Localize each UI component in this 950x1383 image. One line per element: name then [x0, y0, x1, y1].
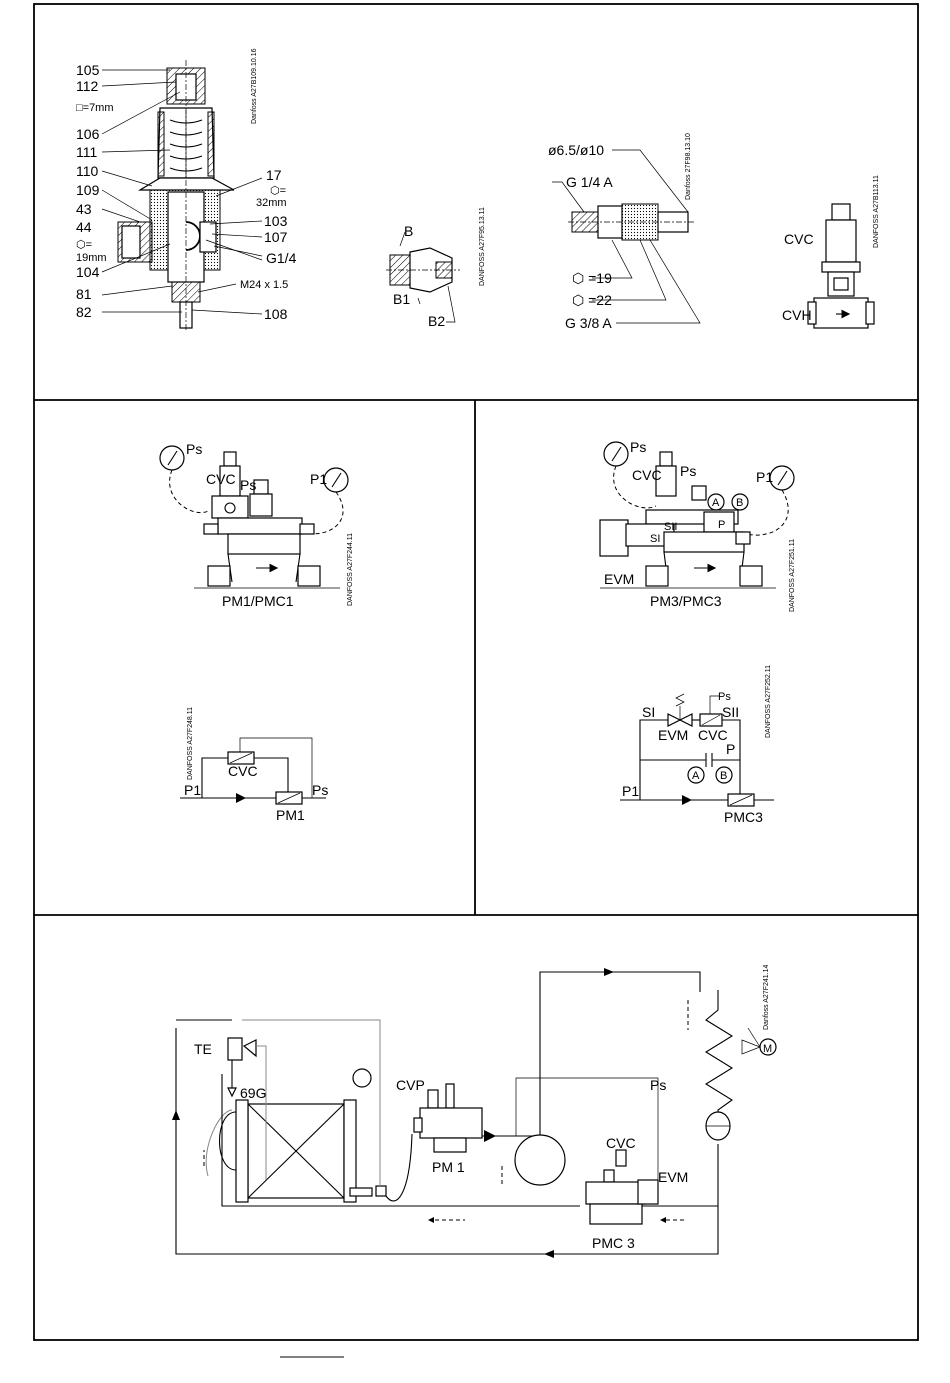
pm1-label-cvc: CVC: [206, 471, 236, 487]
pilot-leader-lines: [101, 69, 263, 315]
cvc-cvh-unit: [807, 203, 875, 329]
label-cvh: CVH: [782, 307, 812, 323]
label-o6-10: ø6.5/ø10: [548, 142, 604, 158]
pm1-caption: PM1/PMC1: [222, 593, 294, 609]
pm1s-ref: DANFOSS A27F248.11: [187, 707, 194, 780]
system-label-cvp: CVP: [396, 1077, 425, 1093]
pilot-labels-right: 17 ⬡= 32mm 103 107 G1/4 M24 x 1.5 108: [240, 167, 297, 322]
pm1s-label-pm1: PM1: [276, 807, 305, 823]
label-81: 81: [76, 286, 92, 302]
label-17: 17: [266, 167, 282, 183]
pm3s-label-p: P: [726, 741, 735, 757]
pm3-label-sii: SII: [664, 521, 677, 533]
pm3-caption: PM3/PMC3: [650, 593, 722, 609]
pm1-label-p1: P1: [310, 471, 327, 487]
label-44: 44: [76, 219, 92, 235]
label-111: 111: [76, 144, 97, 160]
label-112: 112: [76, 78, 99, 94]
ref-pilot: Danfoss A27B109.10.16: [251, 48, 258, 124]
label-hex22: ⬡ =22: [572, 292, 612, 308]
pm3-label-ps-gauge: Ps: [630, 439, 646, 455]
system-label-evm: EVM: [658, 1169, 688, 1185]
label-104: 104: [76, 264, 100, 280]
label-hex-a: ⬡=: [76, 239, 92, 251]
pm3s-label-ps: Ps: [718, 691, 731, 703]
pm3-label-evm: EVM: [604, 571, 634, 587]
pm3s-label-b: B: [720, 770, 727, 782]
pm3s-label-a: A: [692, 770, 700, 782]
pm3-label-p1: P1: [756, 469, 773, 485]
label-hex19: ⬡ =19: [572, 270, 612, 286]
system-label-te: TE: [194, 1041, 212, 1057]
pm1s-label-ps: Ps: [312, 782, 328, 798]
ref-fitting: Danfoss 27F98.13.10: [685, 133, 692, 200]
pilot-labels-left: 105 112 □=7mm 106 111 110 109 43 44 ⬡= 1…: [76, 62, 114, 320]
label-m24: M24 x 1.5: [240, 279, 288, 291]
pm1-valve: [159, 445, 349, 589]
pm3s-label-evm: EVM: [658, 727, 688, 743]
label-109: 109: [76, 182, 100, 198]
system-label-cvc: CVC: [606, 1135, 636, 1151]
label-106: 106: [76, 126, 100, 142]
pm1-ref: DANFOSS A27F244.11: [347, 533, 354, 606]
system-label-pm1: PM 1: [432, 1159, 465, 1175]
pilot-valve-section: [117, 60, 235, 332]
label-19mm: 19mm: [76, 252, 107, 264]
pm3-ref: DANFOSS A27F251.11: [789, 539, 796, 612]
system-label-ps: Ps: [650, 1077, 666, 1093]
pm3s-label-cvc: CVC: [698, 727, 728, 743]
pm3-label-cvc: CVC: [632, 467, 662, 483]
label-108: 108: [264, 306, 288, 322]
pm3-label-a: A: [712, 497, 720, 509]
pm1s-label-p1: P1: [184, 782, 201, 798]
label-32mm: 32mm: [256, 197, 287, 209]
pm3s-label-sii: SII: [722, 704, 739, 720]
label-b2: B2: [428, 313, 445, 329]
label-b1: B1: [393, 291, 410, 307]
label-g38a: G 3/8 A: [565, 315, 612, 331]
system-label-motor: M: [763, 1043, 772, 1055]
label-hex-b: ⬡=: [270, 185, 286, 197]
pm3-label-ps: Ps: [680, 463, 696, 479]
pm3-panel: Ps CVC Ps P1 A B SII SI P EVM PM3/PMC3 D…: [599, 439, 796, 825]
label-b: B: [404, 223, 413, 239]
pm3s-label-si: SI: [642, 704, 655, 720]
pm3-label-b: B: [736, 497, 743, 509]
label-82: 82: [76, 304, 92, 320]
system-panel: TE 69G CVP PM 1 Ps CVC EVM PMC 3 M Danfo…: [172, 965, 777, 1258]
ref-cvc: DANFOSS A27B113.11: [873, 175, 880, 248]
connector-b: [386, 231, 460, 323]
label-107: 107: [264, 229, 288, 245]
system-ref: Danfoss A27F241.14: [763, 965, 770, 1030]
pm3-label-si: SI: [650, 533, 660, 545]
pm1s-label-cvc: CVC: [228, 763, 258, 779]
system-label-69g: 69G: [240, 1085, 266, 1101]
label-43: 43: [76, 201, 92, 217]
ref-connector: DANFOSS A27F95.13.11: [479, 207, 486, 286]
label-110: 110: [76, 163, 99, 179]
pm3s-label-pmc3: PMC3: [724, 809, 763, 825]
pm1-schematic: [180, 737, 326, 805]
system-label-pmc3: PMC 3: [592, 1235, 635, 1251]
label-105: 105: [76, 62, 100, 78]
pm1-label-ps-gauge: Ps: [186, 441, 202, 457]
system-piping: [172, 968, 777, 1258]
label-cvc-top: CVC: [784, 231, 814, 247]
pm1-label-ps: Ps: [240, 477, 256, 493]
page-frame: [33, 3, 919, 1358]
pm3-schematic: [620, 693, 774, 807]
pm3s-label-p1: P1: [622, 783, 639, 799]
pm3-valve: [599, 441, 795, 589]
pm1-panel: Ps CVC Ps P1 PM1/PMC1 DANFOSS A27F244.11…: [159, 441, 354, 823]
label-g14a: G 1/4 A: [566, 174, 613, 190]
label-103: 103: [264, 213, 288, 229]
pm3-label-p: P: [718, 519, 725, 531]
label-square-7mm: □=7mm: [76, 102, 114, 114]
exploded-panel: 105 112 □=7mm 106 111 110 109 43 44 ⬡= 1…: [76, 48, 880, 332]
pm3s-ref: DANFOSS A27F252.11: [765, 665, 772, 738]
fitting-assembly: [552, 149, 701, 324]
label-g14: G1/4: [266, 250, 297, 266]
